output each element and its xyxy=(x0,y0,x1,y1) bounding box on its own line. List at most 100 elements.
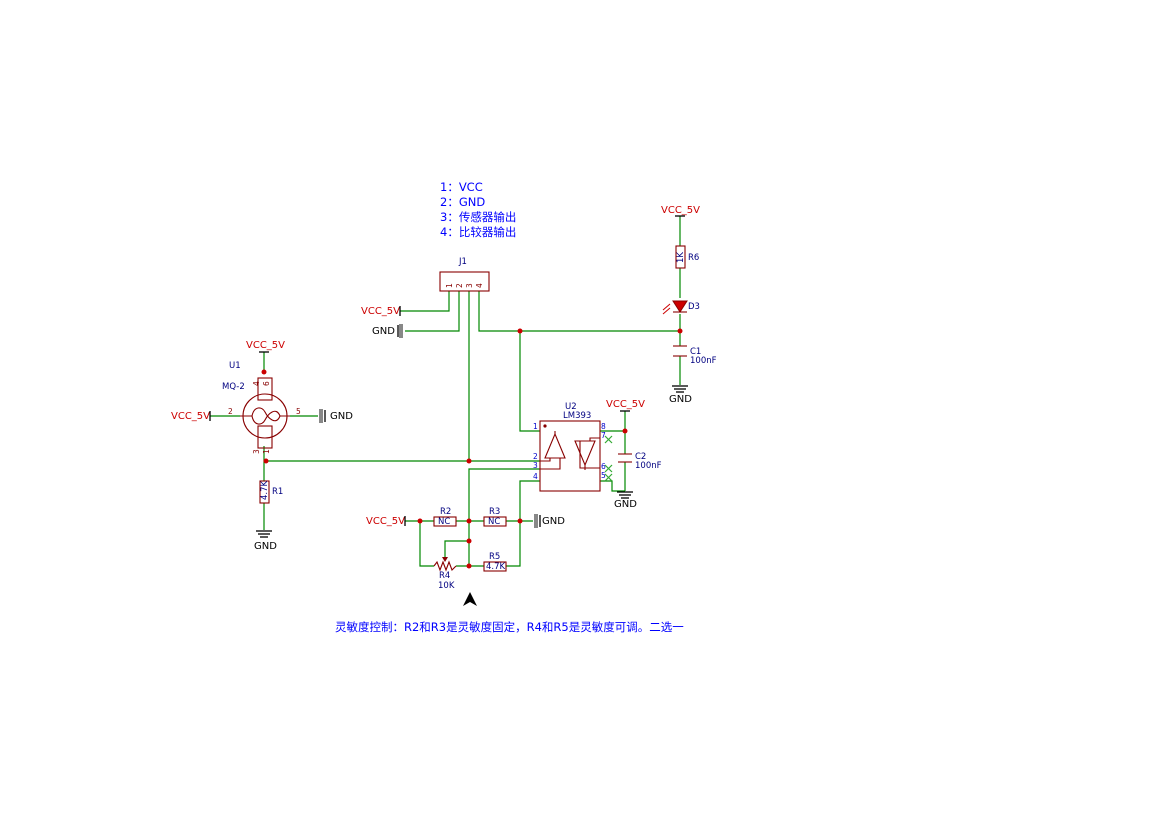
u1-top-electrode xyxy=(257,377,273,401)
r6-ref: R6 xyxy=(688,253,699,263)
gnd-label-c1: GND xyxy=(669,394,692,405)
vcc-label-r2: VCC_5V xyxy=(366,516,405,527)
wire-u2p3 xyxy=(468,468,540,566)
u2-internal xyxy=(579,441,600,469)
j1-body xyxy=(439,271,490,292)
u1-bottom-electrode xyxy=(257,425,273,449)
u2-pin-5: 5 xyxy=(601,471,606,480)
capacitor-c2: C2 100nF xyxy=(618,452,662,471)
pin-note-2: 2：GND xyxy=(440,195,485,209)
r3-value: NC xyxy=(488,517,500,527)
wire-u2-gnd xyxy=(600,480,625,492)
r4-wiper-arrow xyxy=(442,557,448,562)
u2-pin-2: 2 xyxy=(533,452,538,461)
potentiometer-r4: R4 10K xyxy=(433,557,457,591)
r4-value: 10K xyxy=(438,581,455,591)
d3-light-arrow xyxy=(662,307,671,315)
sensor-u1: U1 MQ-2 4 6 2 5 3 1 xyxy=(222,361,301,454)
u2-pin-8: 8 xyxy=(601,422,606,431)
u1-pin-1: 1 xyxy=(262,449,271,454)
resistor-r6: 1K R6 xyxy=(675,245,699,269)
gnd-label-j1: GND xyxy=(372,326,395,337)
pin-notes: 1：VCC 2：GND 3：传感器输出 4：比较器输出 xyxy=(440,180,516,239)
u2-pin-7: 7 xyxy=(601,431,606,440)
u2-internal xyxy=(540,458,551,462)
wire-r4-wiper xyxy=(444,540,469,558)
r6-value: 1K xyxy=(676,252,686,263)
j1-pin-2: 2 xyxy=(455,283,464,288)
resistor-r5: R5 4.7K xyxy=(483,552,507,572)
u2-pin1-marker xyxy=(543,424,547,428)
pin-note-4: 4：比较器输出 xyxy=(440,225,516,239)
gnd-symbol xyxy=(256,530,272,538)
c2-value: 100nF xyxy=(635,461,662,471)
junction-dot xyxy=(517,518,523,524)
connector-j1: J1 1 2 3 4 xyxy=(439,257,490,292)
junction-dot xyxy=(466,518,472,524)
gnd-label-u1: GND xyxy=(330,411,353,422)
u2-pin-1: 1 xyxy=(533,422,538,431)
junctions xyxy=(261,328,683,569)
r2-value: NC xyxy=(438,517,450,527)
r1-body xyxy=(259,480,270,504)
r6-body xyxy=(675,245,686,269)
u1-heater xyxy=(246,407,284,422)
junction-dot xyxy=(466,538,472,544)
comparator-u2: U2 LM393 1 2 3 4 8 7 6 5 xyxy=(533,402,613,492)
r2-body xyxy=(433,516,457,527)
capacitor-c1: C1 100nF xyxy=(673,345,717,366)
u1-pin-6: 6 xyxy=(262,381,271,386)
u2-pin-6: 6 xyxy=(601,462,606,471)
j1-pin-3: 3 xyxy=(465,283,474,288)
junction-dot xyxy=(622,428,628,434)
gnd-symbol xyxy=(617,491,633,499)
d3-light-arrow xyxy=(662,303,671,311)
r3-ref: R3 xyxy=(489,507,500,517)
j1-pin-1: 1 xyxy=(445,283,454,288)
u1-ref: U1 xyxy=(229,361,241,371)
junction-dot xyxy=(466,563,472,569)
u1-value: MQ-2 xyxy=(222,382,245,392)
u2-body xyxy=(539,420,601,492)
vcc-label-u1-left: VCC_5V xyxy=(171,411,210,422)
vcc-label-led: VCC_5V xyxy=(661,205,700,216)
r5-ref: R5 xyxy=(489,552,500,562)
wire-j1-pin4 xyxy=(478,291,680,332)
c1-ref: C1 xyxy=(690,347,701,357)
r1-value: 4.7K xyxy=(260,480,270,500)
r3-body xyxy=(483,516,507,527)
no-connect-marks xyxy=(604,435,613,482)
u1-heater-lower xyxy=(251,410,281,425)
junction-dot xyxy=(677,328,683,334)
u1-pin-2: 2 xyxy=(228,407,233,416)
net-labels: VCC_5V VCC_5V VCC_5V VCC_5V VCC_5V VCC_5… xyxy=(171,205,700,552)
c1-value: 100nF xyxy=(690,356,717,366)
u2-pin-3: 3 xyxy=(533,461,538,470)
junction-dot xyxy=(517,328,523,334)
r5-value: 4.7K xyxy=(486,562,506,572)
u1-pin-5: 5 xyxy=(296,407,301,416)
resistor-r1: 4.7K R1 xyxy=(259,480,283,504)
sensitivity-note: 灵敏度控制：R2和R3是灵敏度固定，R4和R5是灵敏度可调。二选一 xyxy=(335,620,684,634)
wire-j1-vcc xyxy=(400,291,450,312)
resistor-r3: R3 NC xyxy=(483,507,507,527)
u1-pin-4: 4 xyxy=(252,381,261,386)
gnd-symbol xyxy=(397,324,403,338)
junction-dot xyxy=(466,458,472,464)
c2-ref: C2 xyxy=(635,452,646,462)
u2-pin-4: 4 xyxy=(533,472,538,481)
pin-note-3: 3：传感器输出 xyxy=(440,210,516,224)
u2-internal xyxy=(589,437,600,441)
u2-internal xyxy=(540,458,561,470)
vcc-label-u2: VCC_5V xyxy=(606,399,645,410)
junction-dot xyxy=(261,369,267,375)
r4-ref: R4 xyxy=(439,571,450,581)
r2-ref: R2 xyxy=(440,507,451,517)
junction-dot xyxy=(263,458,269,464)
wire-out-u2p1 xyxy=(519,331,540,432)
r4-zigzag xyxy=(433,560,457,572)
junction-dot xyxy=(417,518,423,524)
j1-pin-4: 4 xyxy=(475,283,484,288)
gnd-label-r3: GND xyxy=(542,516,565,527)
